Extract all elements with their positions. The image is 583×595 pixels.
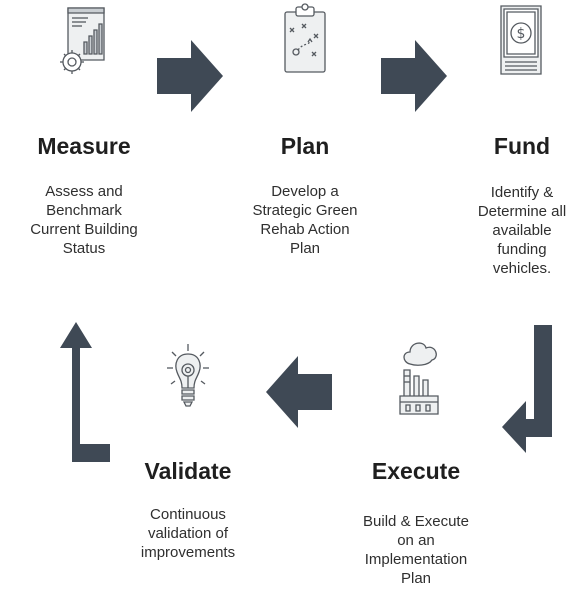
step-description-execute: Build & Execute on an Implementation Pla… <box>363 513 469 587</box>
dollar-bill-icon: $ <box>499 4 543 78</box>
step-title-execute: Execute <box>371 458 461 484</box>
report-gear-icon <box>58 6 108 80</box>
arrow-right-plan-fund <box>381 40 447 112</box>
lightbulb-icon <box>166 342 210 414</box>
arrow-up-validate-measure <box>52 320 112 470</box>
clipboard-strategy-icon <box>282 2 328 76</box>
step-title-fund: Fund <box>493 133 551 159</box>
factory-icon <box>396 334 442 416</box>
step-title-validate: Validate <box>144 458 232 484</box>
step-description-fund: Identify & Determine all available fundi… <box>477 184 567 277</box>
step-title-measure: Measure <box>37 133 131 159</box>
svg-text:$: $ <box>517 26 526 42</box>
arrow-left-execute-validate <box>266 356 332 428</box>
arrow-down-fund-execute <box>500 325 556 457</box>
step-description-measure: Assess and Benchmark Current Building St… <box>30 183 138 257</box>
step-description-validate: Continuous validation of improvements <box>140 506 236 561</box>
step-title-plan: Plan <box>280 133 330 159</box>
step-description-plan: Develop a Strategic Green Rehab Action P… <box>252 183 358 257</box>
arrow-right-measure-plan <box>157 40 223 112</box>
